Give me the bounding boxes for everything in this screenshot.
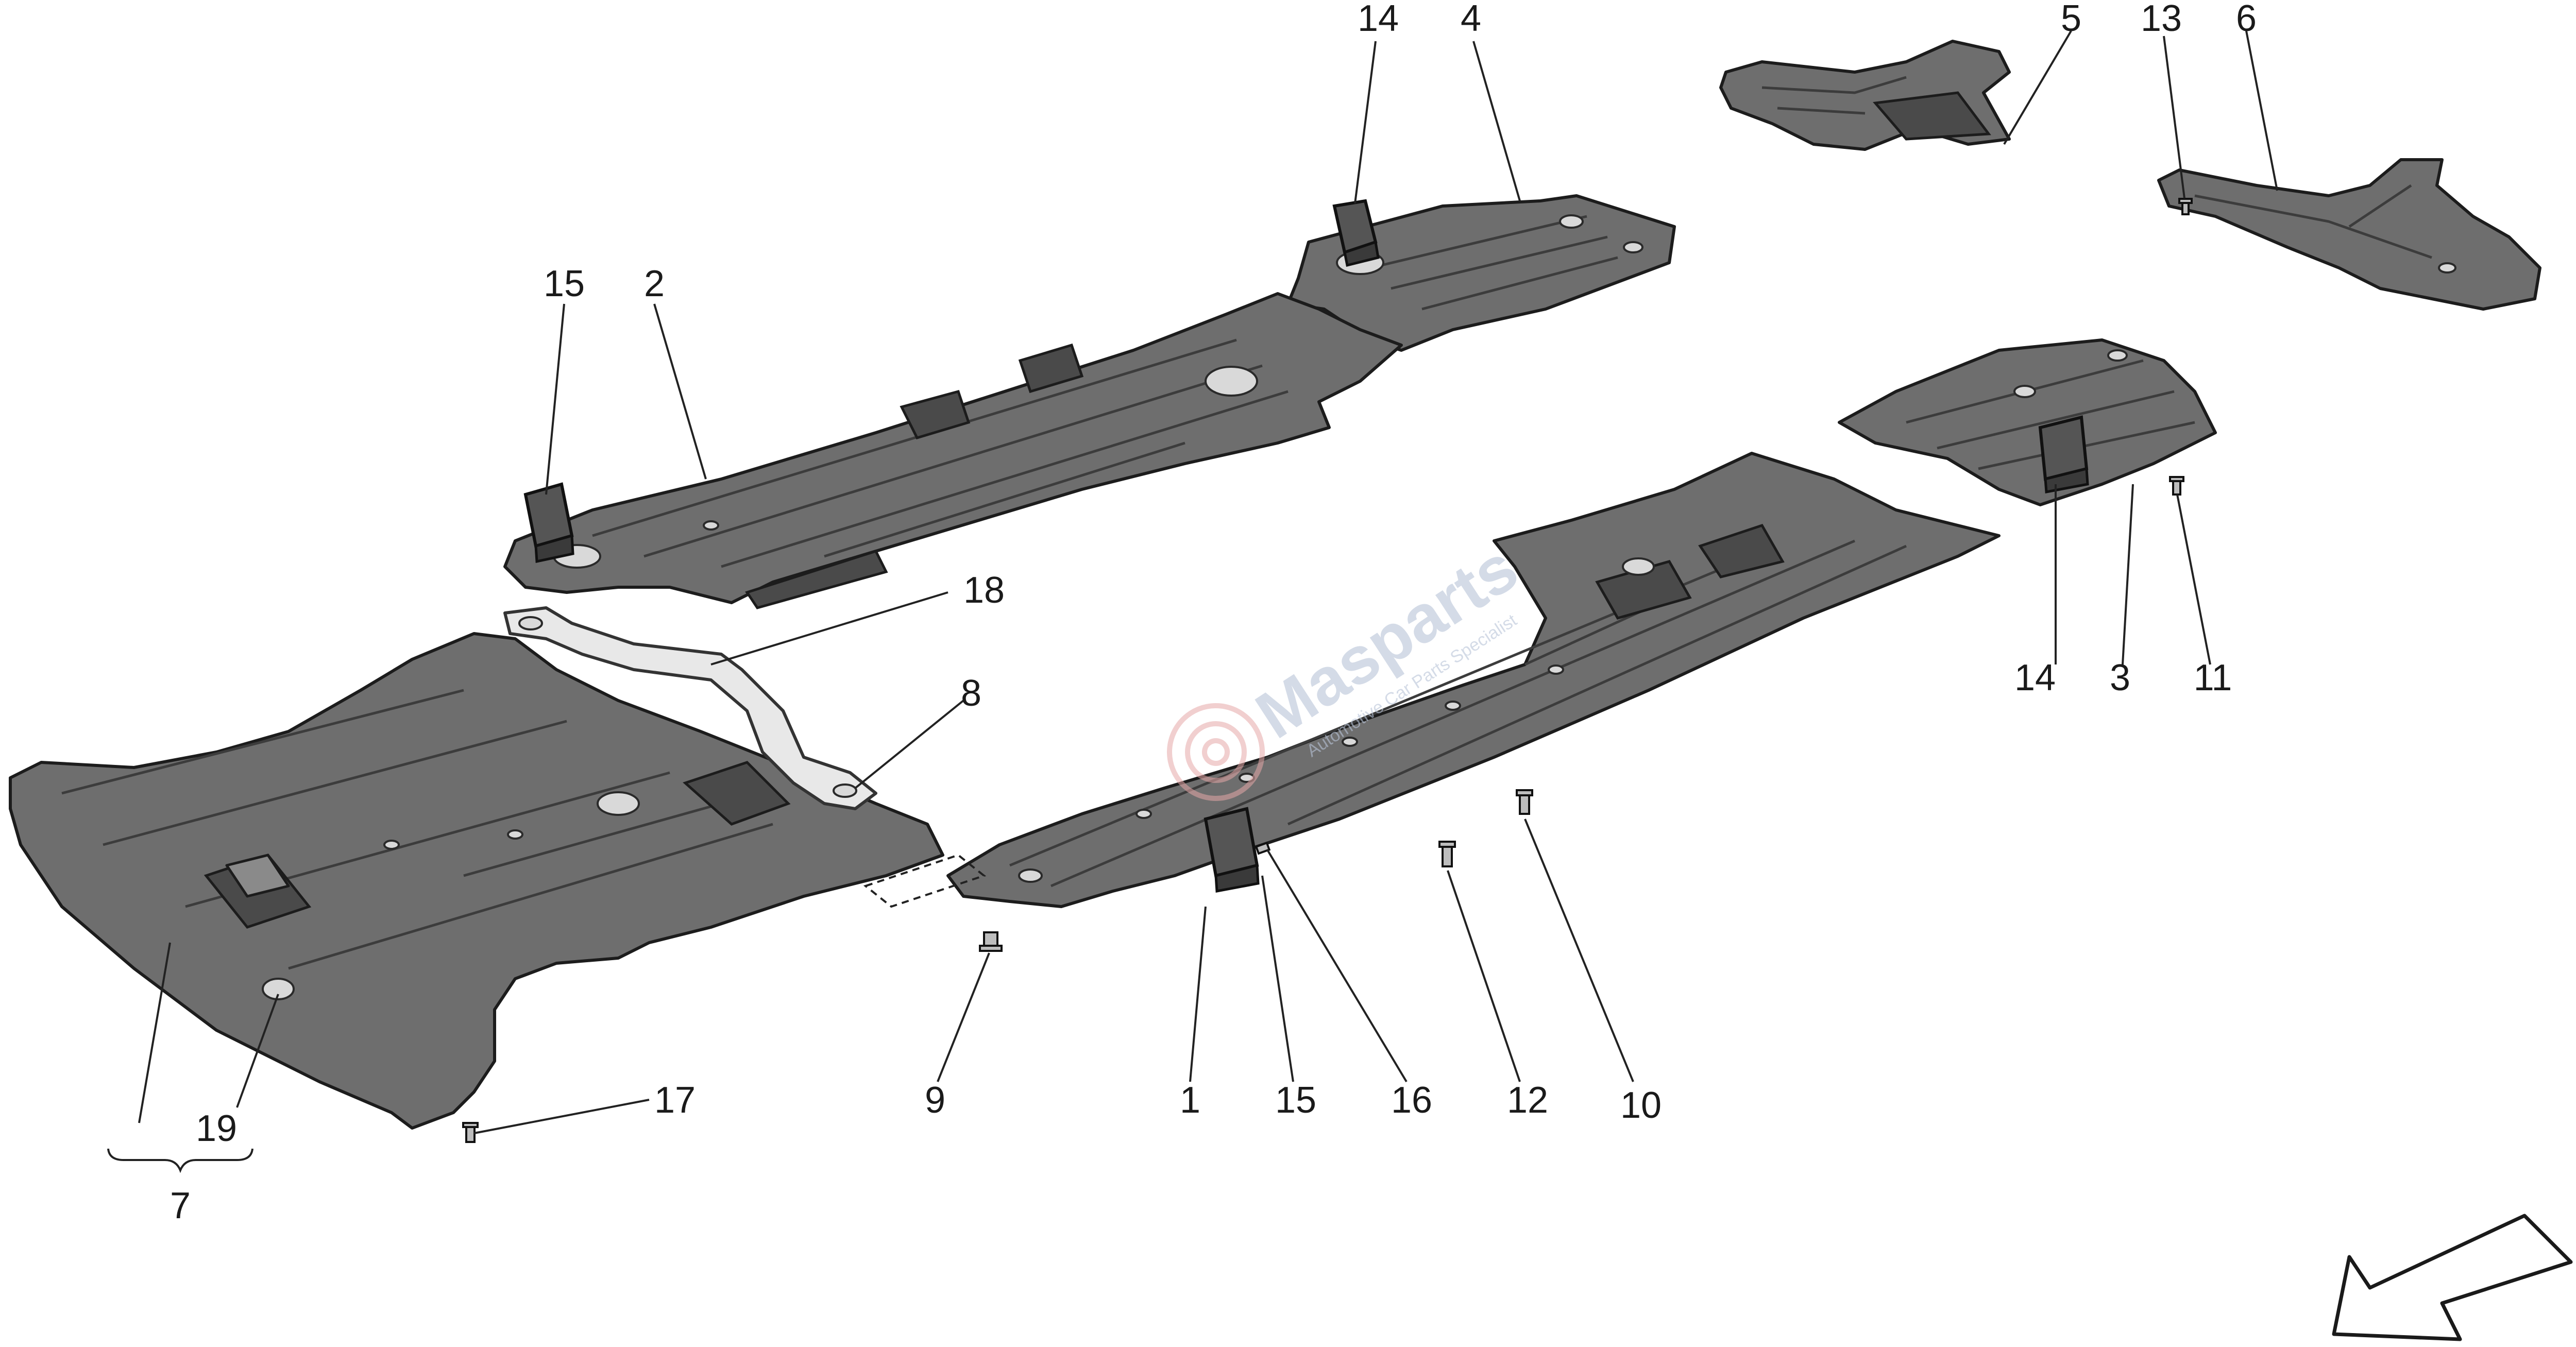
part-12-screw xyxy=(1438,841,1456,867)
callout-6: 6 xyxy=(2236,0,2257,39)
callout-3: 3 xyxy=(2110,657,2130,698)
part-9-nut xyxy=(979,931,1003,952)
callout-5: 5 xyxy=(2061,0,2081,39)
part-6-rear-shield xyxy=(2157,158,2541,311)
part-15-rubber-pad-center xyxy=(1204,807,1260,893)
direction-arrow-icon xyxy=(2332,1214,2573,1341)
callout-12: 12 xyxy=(1507,1080,1548,1121)
callout-19: 19 xyxy=(196,1108,237,1149)
callout-14-right: 14 xyxy=(2014,657,2056,698)
callout-16: 16 xyxy=(1391,1080,1432,1121)
callout-1: 1 xyxy=(1180,1080,1200,1121)
part-10-screw xyxy=(1516,789,1533,815)
callout-18: 18 xyxy=(963,570,1005,611)
callout-8: 8 xyxy=(961,673,981,714)
part-18-brace xyxy=(503,606,877,810)
part-11-screw xyxy=(2169,476,2184,496)
leader-lines xyxy=(107,30,2278,1173)
callout-9: 9 xyxy=(925,1080,945,1121)
part-15-rubber-pad-left xyxy=(523,482,574,564)
callout-7: 7 xyxy=(170,1185,191,1226)
part-13-screw xyxy=(2178,198,2193,215)
callout-14-top: 14 xyxy=(1358,0,1399,39)
part-7-rear-undertray xyxy=(9,632,944,1130)
part-17-screw xyxy=(462,1122,479,1143)
part-14-rubber-pad-right xyxy=(2038,415,2089,493)
part-16-clip xyxy=(1255,841,1271,855)
part-2-left-underbody-panel xyxy=(503,292,1403,609)
part-1-right-underbody-panel xyxy=(946,452,2001,908)
callout-11: 11 xyxy=(2194,657,2232,698)
callout-labels: 14 4 5 13 6 15 2 18 8 14 3 11 9 1 15 16 … xyxy=(170,0,2257,1226)
callout-15-center: 15 xyxy=(1275,1080,1316,1121)
callout-13: 13 xyxy=(2141,0,2182,39)
callout-15-left: 15 xyxy=(544,263,585,304)
fasteners xyxy=(462,198,2193,1143)
part-3-side-panel xyxy=(1838,338,2217,506)
callout-2: 2 xyxy=(644,263,665,304)
part-5-heat-shield xyxy=(1719,40,2011,151)
part-guide-clip xyxy=(863,854,987,908)
callout-10: 10 xyxy=(1620,1085,1662,1126)
callout-4: 4 xyxy=(1461,0,1481,39)
callout-17: 17 xyxy=(654,1080,696,1121)
